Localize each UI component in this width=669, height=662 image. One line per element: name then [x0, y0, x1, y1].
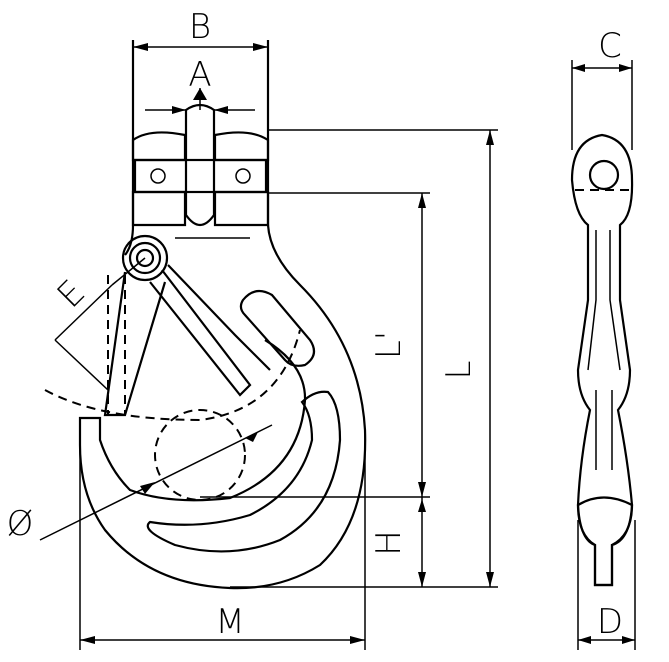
label-A: A	[188, 55, 211, 95]
label-L-prime: L'	[369, 331, 409, 359]
label-H: H	[369, 530, 409, 556]
label-L: L	[439, 361, 479, 380]
dimension-lines	[39, 43, 498, 650]
hook-body	[44, 224, 367, 590]
side-view	[570, 60, 636, 650]
label-C: C	[598, 26, 622, 66]
label-diameter: Ø	[7, 504, 34, 544]
safety-latch	[103, 234, 271, 417]
label-M: M	[215, 602, 244, 642]
label-B: B	[189, 7, 211, 47]
label-D: D	[597, 602, 623, 642]
